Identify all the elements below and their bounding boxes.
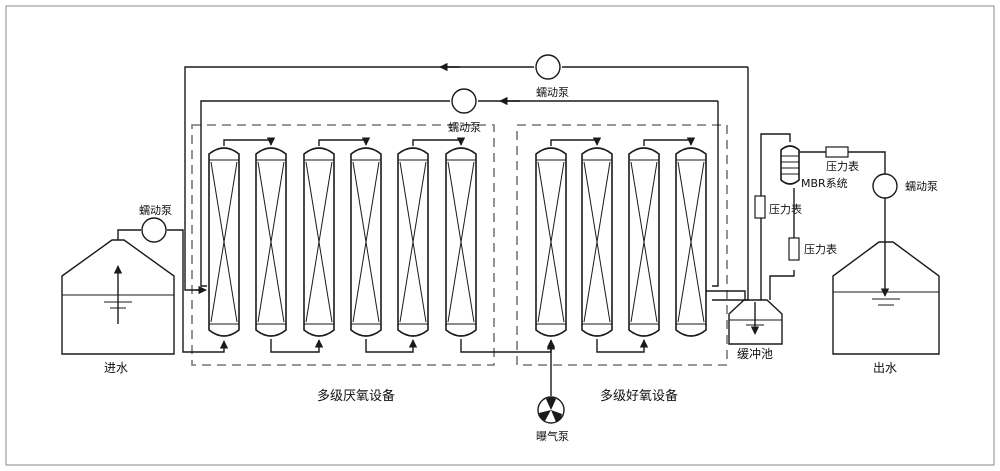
- mbr-module: [780, 133, 826, 238]
- peristaltic-pump-icon: [141, 217, 167, 243]
- aerobic-connections: [550, 137, 696, 353]
- aerobic-column-2: [581, 147, 613, 337]
- anaerobic-column-1: [208, 147, 240, 337]
- peristaltic-pump-icon: [451, 88, 477, 114]
- anaerobic-unit-label: 多级厌氧设备: [317, 388, 395, 404]
- outlet-tank-label: 出水: [873, 361, 897, 375]
- aerobic-outlet-line: [706, 290, 746, 300]
- buffer-tank-label: 缓冲池: [737, 346, 773, 361]
- pump-outlet-label: 蠕动泵: [905, 180, 938, 193]
- outer-frame: [5, 5, 995, 466]
- gauge-1-label: 压力表: [769, 202, 802, 216]
- buffer-tank: [728, 290, 783, 345]
- inlet-tank-label: 进水: [104, 361, 128, 375]
- mbr-system-label: MBR系统: [801, 177, 848, 190]
- anaerobic-column-2: [255, 147, 287, 337]
- aeration-pump-label: 曝气泵: [536, 429, 569, 443]
- inlet-line: [117, 229, 229, 353]
- buffer-to-mbr-line: [760, 133, 795, 300]
- pressure-gauge-1: [754, 195, 766, 219]
- anaerobic-column-6: [445, 147, 477, 337]
- aerobic-columns: [535, 147, 707, 337]
- aerobic-column-4: [675, 147, 707, 337]
- anaerobic-column-4: [350, 147, 382, 337]
- aerobic-unit-box: [516, 124, 728, 366]
- aerobic-column-3: [628, 147, 660, 337]
- inlet-tank: [61, 239, 175, 355]
- pump-inlet-label: 蠕动泵: [139, 204, 172, 217]
- pressure-gauge-3: [825, 146, 849, 158]
- anaerobic-column-3: [303, 147, 335, 337]
- gauge-3-label: 压力表: [826, 159, 859, 173]
- peristaltic-pump-icon: [872, 173, 898, 199]
- recirculation-line-second: [200, 96, 719, 287]
- pressure-gauge-2: [788, 237, 800, 261]
- aerobic-column-1: [535, 147, 567, 337]
- outlet-tank: [832, 228, 940, 355]
- anaerobic-column-5: [397, 147, 429, 337]
- gauge-2-label: 压力表: [804, 242, 837, 256]
- pump-top-label: 蠕动泵: [536, 86, 569, 99]
- anaerobic-unit-box: [191, 124, 495, 366]
- peristaltic-pump-icon: [535, 54, 561, 80]
- anaerobic-columns: [208, 147, 477, 337]
- outlet-line: [848, 151, 886, 228]
- fan-pump-icon: [537, 396, 565, 424]
- aerobic-unit-label: 多级好氧设备: [600, 388, 678, 404]
- pump-anaerobic-label: 蠕动泵: [448, 121, 481, 134]
